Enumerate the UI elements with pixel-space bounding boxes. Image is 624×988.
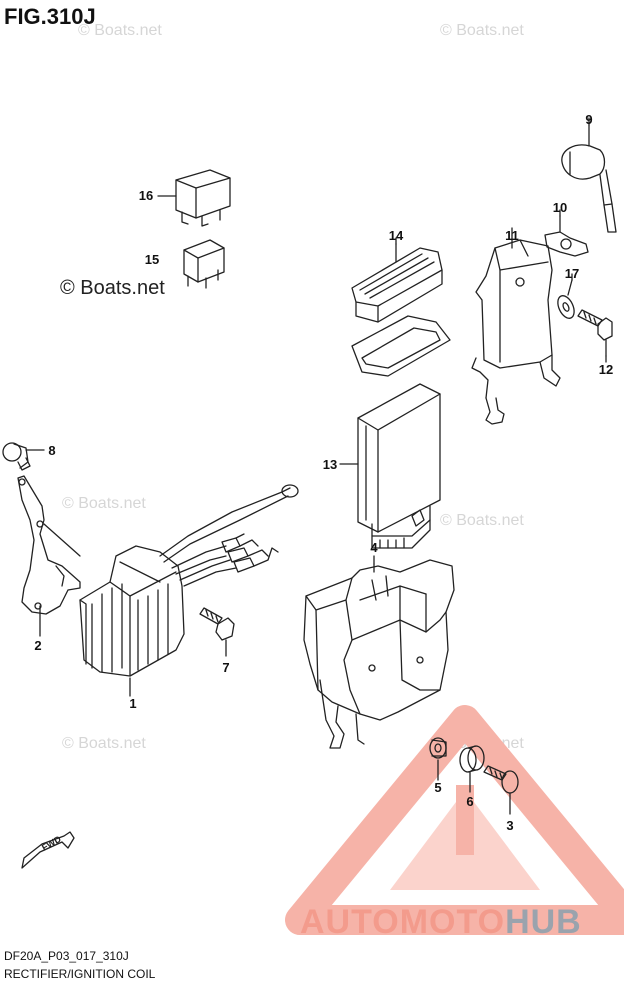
rubber-cover: [351, 243, 451, 377]
bolt: [483, 765, 519, 815]
grommet: [429, 737, 447, 781]
callout-12: 12: [599, 362, 613, 377]
callout-5: 5: [434, 780, 441, 795]
callout-6: 6: [466, 794, 473, 809]
washer: [557, 279, 575, 319]
watermark-prominent: © Boats.net: [60, 277, 165, 299]
diagram-caption: RECTIFIER/IGNITION COIL: [4, 967, 156, 981]
callout-7: 7: [222, 660, 229, 675]
logo-part2: HUB: [505, 903, 582, 941]
watermark: © Boats.net: [62, 495, 146, 512]
callout-8: 8: [48, 443, 55, 458]
callout-17: 17: [565, 266, 579, 281]
logo-part1: AUTOMOTO: [300, 903, 506, 941]
forward-arrow-icon: [21, 831, 75, 869]
clamp: [544, 215, 589, 257]
fwd-label: FWD: [40, 834, 63, 853]
callout-1: 1: [129, 696, 136, 711]
callout-14: 14: [389, 228, 404, 243]
callout-10: 10: [553, 200, 567, 215]
collar: [459, 745, 485, 793]
holder-bracket: [303, 559, 455, 749]
logo-triangle: [285, 705, 624, 935]
ignition-coil: [471, 234, 561, 425]
screw: [2, 442, 45, 471]
plug-cap: [561, 124, 617, 233]
small-relay: [183, 239, 225, 289]
callout-2: 2: [34, 638, 41, 653]
callout-13: 13: [323, 457, 337, 472]
callout-15: 15: [145, 252, 159, 267]
figure-title: FIG.310J: [4, 4, 96, 29]
watermark: © Boats.net: [62, 735, 146, 752]
screw: [199, 607, 235, 657]
relay: [157, 169, 231, 227]
watermark: © Boats.net: [440, 22, 524, 39]
diagram-code: DF20A_P03_017_310J: [4, 949, 129, 963]
watermark: © Boats.net: [440, 512, 524, 529]
callout-4: 4: [370, 540, 378, 555]
automotohub-logo: AUTOMOTOHUB: [300, 903, 582, 942]
cdi-unit: [339, 383, 441, 549]
watermark: © Boats.net: [78, 22, 162, 39]
callout-3: 3: [506, 818, 513, 833]
rectifier: [43, 484, 299, 697]
callout-11: 11: [505, 228, 519, 243]
callout-16: 16: [139, 188, 153, 203]
bolt: [577, 309, 613, 357]
mounting-plate: [17, 475, 81, 637]
callout-9: 9: [585, 112, 592, 127]
